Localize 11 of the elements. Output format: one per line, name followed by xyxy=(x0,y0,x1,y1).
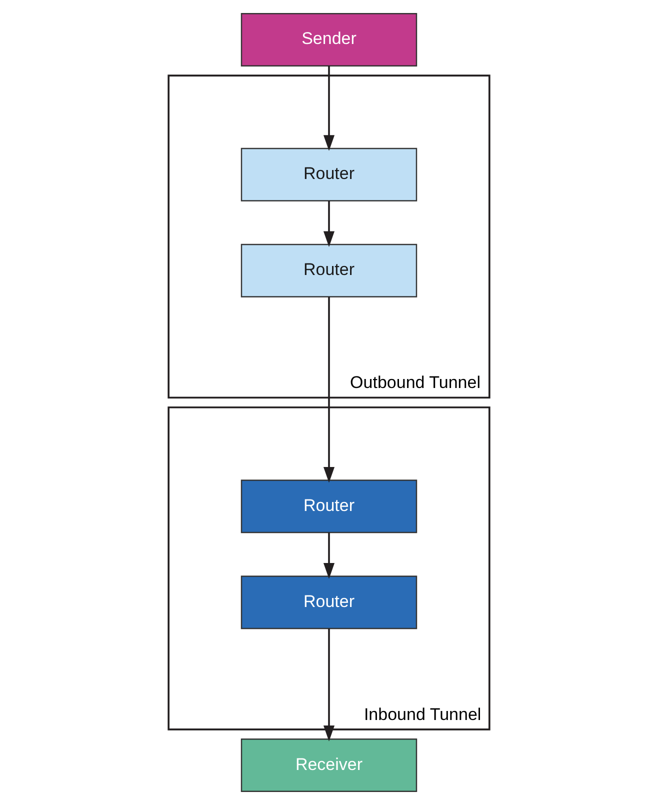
node-box: Sender xyxy=(240,13,418,66)
node-box: Receiver xyxy=(240,738,418,792)
arrow xyxy=(323,532,335,579)
arrow xyxy=(323,66,335,151)
node-box: Router xyxy=(240,576,418,630)
arrow xyxy=(323,628,335,742)
node-box: Router xyxy=(240,148,418,202)
arrow xyxy=(323,200,335,248)
node-box: Router xyxy=(240,244,418,298)
node-box: Router xyxy=(240,480,418,534)
arrow xyxy=(323,296,335,483)
